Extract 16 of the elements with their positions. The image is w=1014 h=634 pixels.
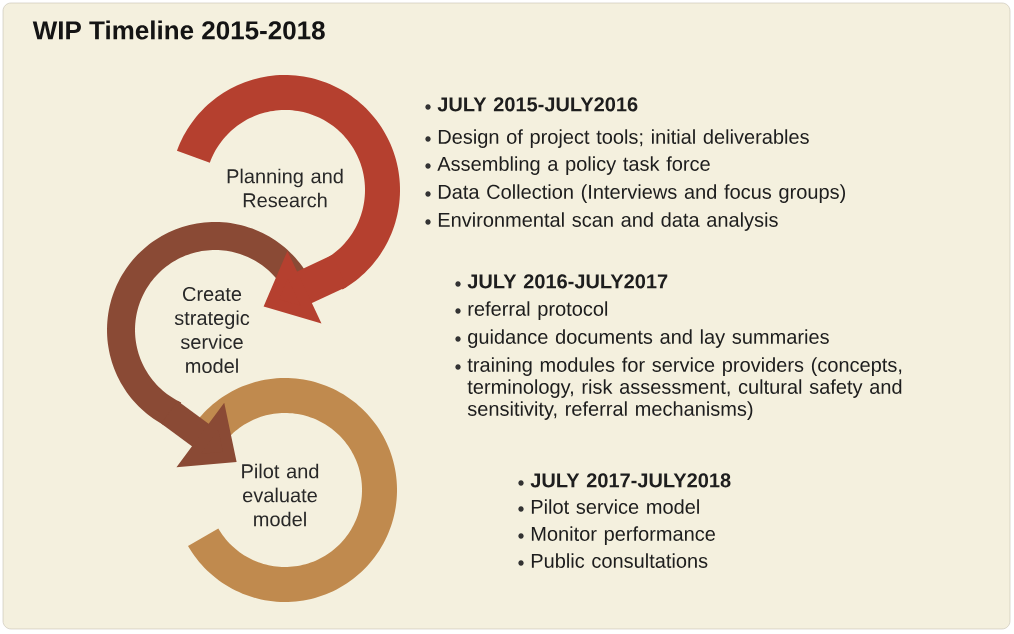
list-item: Assembling a policy task force [425, 156, 710, 175]
list-item: Data Collection (Interviews and focus groups) [425, 184, 845, 203]
list-item: Monitor performance [518, 526, 715, 545]
ring-segment: Create strategic service model [107, 222, 309, 428]
list-item: Environmental scan and data analysis [425, 212, 778, 231]
list-item: training modules for service providers (concepts, terminology, risk assessment, cultural safety and sensitivity, referral mechanisms) [455, 357, 902, 420]
timeline-heading: JULY 2015-JULY2016 [425, 97, 638, 112]
list-item: guidance documents and lay summaries [455, 329, 829, 348]
ring-segment: Pilot and evaluate model [188, 378, 397, 602]
timeline-heading: JULY 2016-JULY2017 [455, 274, 668, 289]
list-item: Public consultations [518, 553, 708, 568]
timeline-heading: JULY 2017-JULY2018 [518, 473, 731, 488]
list-item: referral protocol [455, 301, 608, 320]
title: WIP Timeline 2015-2018 [32, 20, 325, 40]
list-item: Design of project tools; initial deliverables [425, 129, 809, 148]
list-item: Pilot service model [518, 499, 699, 514]
